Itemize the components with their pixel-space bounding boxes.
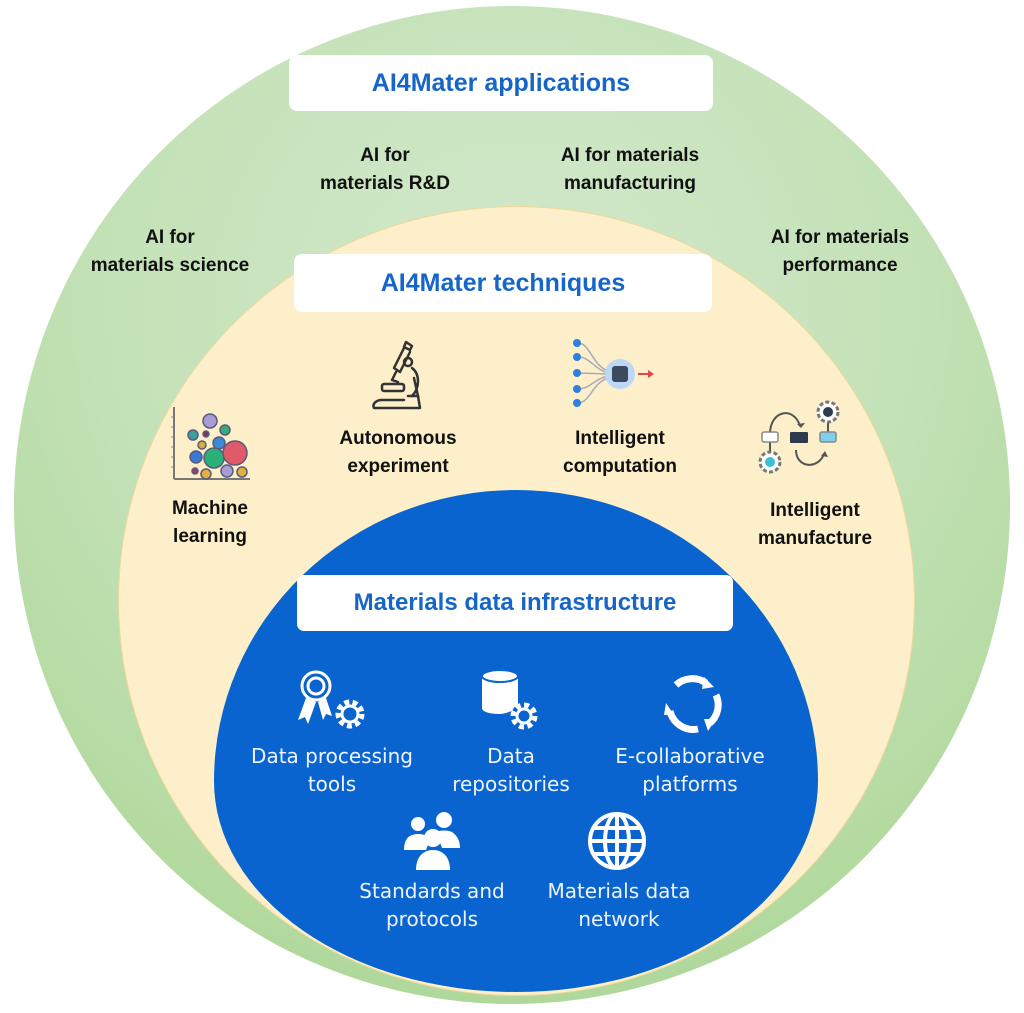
label-line: Intelligent (575, 428, 665, 449)
label-line: materials science (90, 255, 250, 276)
label-line: E-collaborative (615, 744, 765, 768)
globe-icon (588, 812, 646, 870)
infra-standards-and-protocols: Standards and protocols (336, 877, 528, 933)
cycle-arrows-icon (664, 675, 722, 733)
label-line: materials R&D (320, 173, 450, 194)
label-line: manufacture (757, 528, 873, 549)
label-line: Machine (171, 498, 249, 519)
label-line: Data (487, 744, 535, 768)
technique-intelligent-manufacture: Intelligent manufacture (720, 497, 910, 553)
technique-intelligent-computation: Intelligent computation (520, 425, 720, 481)
label-line: AI for (145, 227, 195, 248)
label-line: tools (307, 772, 357, 796)
infra-materials-data-network: Materials data network (524, 877, 714, 933)
label-line: protocols (385, 907, 478, 931)
label-line: Materials data (547, 879, 691, 903)
infra-data-repositories: Data repositories (436, 742, 586, 798)
label-line: AI for materials (560, 145, 700, 166)
microscope-icon (372, 340, 422, 410)
techniques-title: AI4Mater techniques (294, 254, 712, 312)
label-line: Standards and (359, 879, 505, 903)
technique-machine-learning: Machine learning (140, 495, 280, 551)
label-line: platforms (642, 772, 738, 796)
applications-title: AI4Mater applications (289, 55, 713, 111)
label-line: computation (563, 456, 677, 477)
label-line: repositories (452, 772, 570, 796)
people-group-icon (404, 812, 460, 870)
application-materials-performance: AI for materials performance (735, 224, 945, 280)
application-materials-manufacturing: AI for materials manufacturing (525, 142, 735, 198)
label-line: learning (173, 526, 247, 547)
label-line: Data processing (251, 744, 413, 768)
label-line: network (578, 907, 660, 931)
technique-autonomous-experiment: Autonomous experiment (308, 425, 488, 481)
infra-e-collaborative-platforms: E-collaborative platforms (592, 742, 788, 798)
application-materials-science: AI for materials science (60, 224, 280, 280)
label-line: Intelligent (770, 500, 860, 521)
neural-chip-icon (573, 339, 654, 407)
workflow-gears-icon (758, 400, 840, 474)
label-line: manufacturing (564, 173, 696, 194)
award-gear-icon (298, 670, 365, 729)
label-line: Autonomous (339, 428, 457, 449)
label-line: experiment (347, 456, 449, 477)
infrastructure-core (214, 490, 818, 992)
label-line: AI for (360, 145, 410, 166)
infra-data-processing-tools: Data processing tools (230, 742, 434, 798)
label-line: performance (782, 255, 898, 276)
scatter-bubble-chart-icon (171, 407, 250, 480)
label-line: AI for materials (770, 227, 910, 248)
database-gear-icon (481, 669, 538, 730)
infrastructure-title: Materials data infrastructure (297, 575, 733, 631)
application-materials-rnd: AI for materials R&D (290, 142, 480, 198)
